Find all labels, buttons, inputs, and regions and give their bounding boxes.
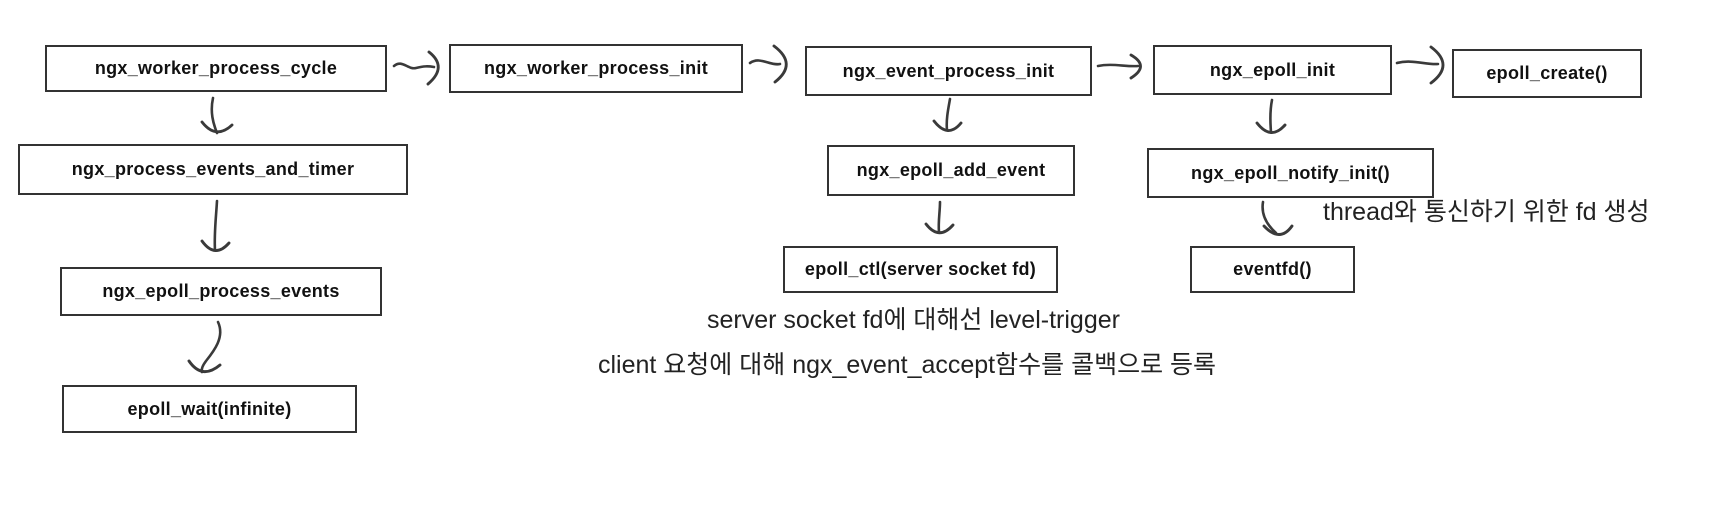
arrow-event-process-init-to-epoll-init xyxy=(1096,53,1142,80)
node-ngx-worker-process-init: ngx_worker_process_init xyxy=(449,44,743,93)
arrow-epoll-process-events-to-epoll-wait xyxy=(187,320,222,374)
arrow-worker-cycle-to-process-events-and-timer xyxy=(200,96,234,135)
arrow-epoll-add-event-to-epoll-ctl xyxy=(924,200,955,235)
arrow-epoll-notify-init-to-eventfd xyxy=(1261,200,1294,236)
node-ngx-epoll-init: ngx_epoll_init xyxy=(1153,45,1392,95)
node-epoll-ctl-server-socket-fd: epoll_ctl(server socket fd) xyxy=(783,246,1058,293)
node-epoll-create: epoll_create() xyxy=(1452,49,1642,98)
arrow-event-process-init-to-epoll-add-event xyxy=(932,97,963,132)
arrow-worker-cycle-to-worker-init xyxy=(392,50,440,86)
node-ngx-epoll-notify-init: ngx_epoll_notify_init() xyxy=(1147,148,1434,198)
node-ngx-epoll-process-events: ngx_epoll_process_events xyxy=(60,267,382,316)
node-eventfd: eventfd() xyxy=(1190,246,1355,293)
annotation-thread-fd: thread와 통신하기 위한 fd 생성 xyxy=(1323,198,1650,226)
arrow-epoll-init-to-epoll-create xyxy=(1395,45,1445,85)
node-ngx-epoll-add-event: ngx_epoll_add_event xyxy=(827,145,1075,196)
node-ngx-worker-process-cycle: ngx_worker_process_cycle xyxy=(45,45,387,92)
annotation-level-trigger: server socket fd에 대해선 level-trigger xyxy=(707,306,1120,334)
annotation-accept-callback: client 요청에 대해 ngx_event_accept함수를 콜백으로 등… xyxy=(598,351,1217,379)
node-ngx-process-events-and-timer: ngx_process_events_and_timer xyxy=(18,144,408,195)
arrow-worker-init-to-event-process-init xyxy=(748,44,788,84)
arrow-process-events-and-timer-to-epoll-process-events xyxy=(200,199,231,252)
arrow-epoll-init-to-epoll-notify-init xyxy=(1255,98,1287,134)
node-epoll-wait-infinite: epoll_wait(infinite) xyxy=(62,385,357,433)
node-ngx-event-process-init: ngx_event_process_init xyxy=(805,46,1092,96)
